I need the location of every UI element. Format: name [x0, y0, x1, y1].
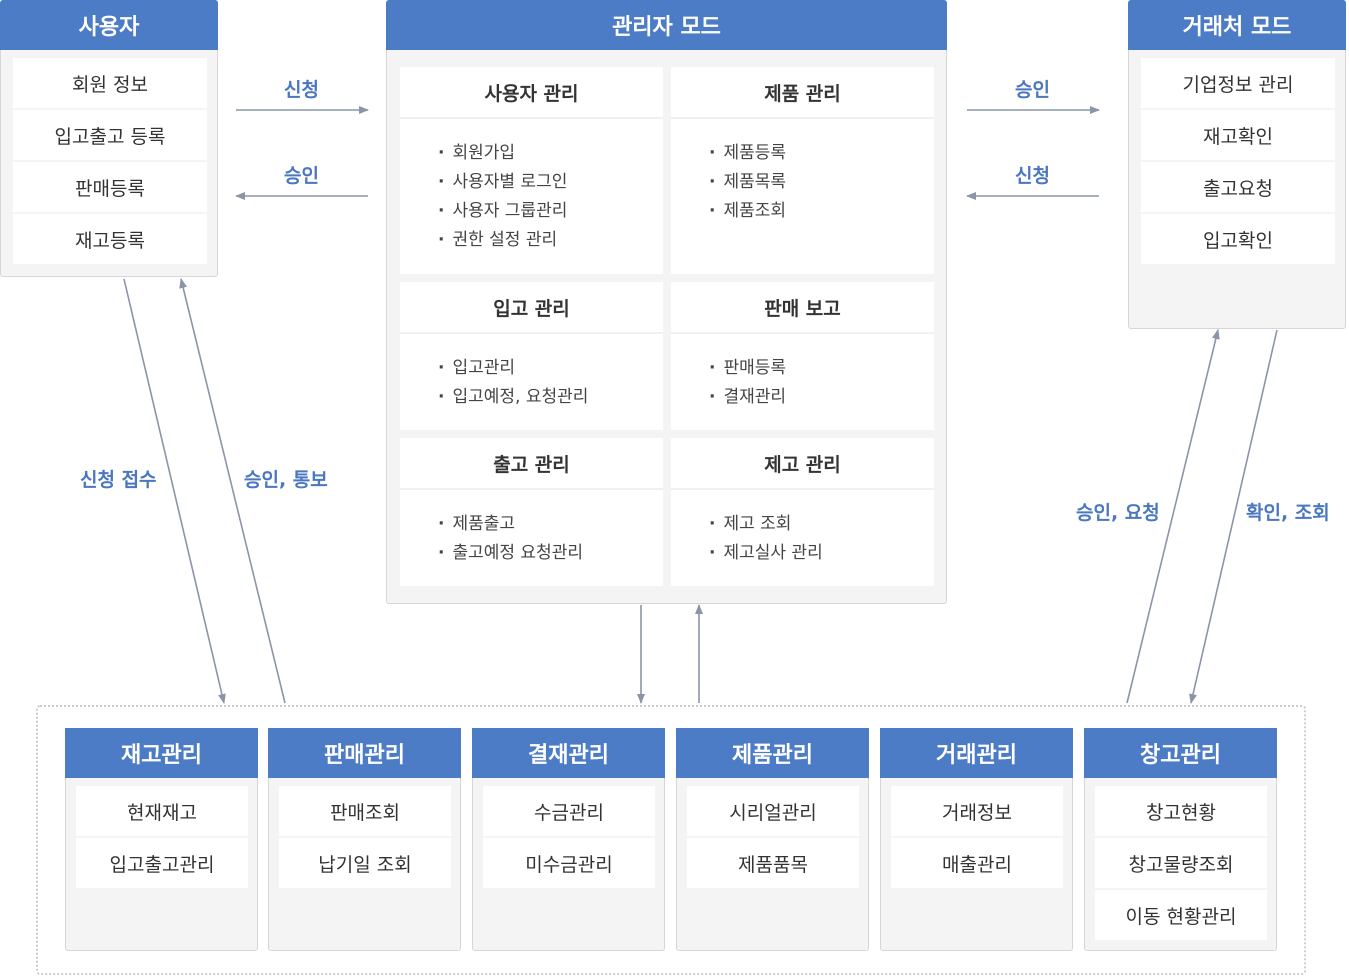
- label-admin-to-user: 승인: [284, 165, 319, 187]
- module-sales: 판매관리 판매조회 납기일 조회: [268, 728, 461, 951]
- module-item: 납기일 조회: [279, 838, 451, 888]
- arrow-partner-down: [1189, 329, 1278, 704]
- card-list-item: 제고 조회: [709, 510, 934, 539]
- arrow-user-down: [123, 278, 226, 704]
- module-title: 거래관리: [880, 728, 1073, 778]
- card-list-item: 권한 설정 관리: [438, 226, 663, 255]
- card-list: 제고 조회 제고실사 관리: [671, 490, 934, 568]
- card-list-item: 판매등록: [709, 354, 934, 383]
- partner-item: 출고요청: [1141, 162, 1335, 212]
- module-inventory: 재고관리 현재재고 입고출고관리: [65, 728, 258, 951]
- module-item: 현재재고: [76, 786, 248, 836]
- module-item: 창고물량조회: [1095, 838, 1267, 888]
- card-list: 제품등록 제품목록 제품조회: [671, 119, 934, 226]
- card-list-item: 회원가입: [438, 139, 663, 168]
- module-item: 창고현황: [1095, 786, 1267, 836]
- admin-panel-title: 관리자 모드: [386, 0, 947, 50]
- label-user-up: 승인, 통보: [244, 469, 328, 491]
- module-item: 제품품목: [687, 838, 859, 888]
- card-list: 제품출고 출고예정 요청관리: [400, 490, 663, 568]
- admin-card-sales-report: 판매 보고 판매등록 결재관리: [671, 282, 934, 430]
- admin-card-stock-management: 제고 관리 제고 조회 제고실사 관리: [671, 438, 934, 586]
- module-item: 판매조회: [279, 786, 451, 836]
- modules-container: [36, 705, 1306, 975]
- user-panel-title: 사용자: [0, 0, 218, 50]
- card-title: 판매 보고: [671, 282, 934, 334]
- label-partner-down: 확인, 조회: [1246, 502, 1330, 524]
- card-list-item: 제고실사 관리: [709, 539, 934, 568]
- module-trade: 거래관리 거래정보 매출관리: [880, 728, 1073, 951]
- label-user-down: 신청 접수: [80, 469, 157, 491]
- module-title: 창고관리: [1084, 728, 1277, 778]
- label-partner-up: 승인, 요청: [1076, 502, 1160, 524]
- module-title: 제품관리: [676, 728, 869, 778]
- card-list: 입고관리 입고예정, 요청관리: [400, 334, 663, 412]
- user-panel: 사용자 회원 정보 입고출고 등록 판매등록 재고등록: [0, 0, 218, 277]
- admin-card-outbound-management: 출고 관리 제품출고 출고예정 요청관리: [400, 438, 663, 586]
- card-list-item: 출고예정 요청관리: [438, 539, 663, 568]
- card-list-item: 제품조회: [709, 197, 934, 226]
- partner-panel: 거래처 모드 기업정보 관리 재고확인 출고요청 입고확인: [1128, 0, 1346, 329]
- card-list-item: 제품등록: [709, 139, 934, 168]
- module-title: 결재관리: [472, 728, 665, 778]
- user-item: 재고등록: [13, 214, 207, 264]
- module-title: 판매관리: [268, 728, 461, 778]
- card-title: 사용자 관리: [400, 67, 663, 119]
- partner-item: 기업정보 관리: [1141, 58, 1335, 108]
- card-list-item: 입고예정, 요청관리: [438, 383, 663, 412]
- admin-card-user-management: 사용자 관리 회원가입 사용자별 로그인 사용자 그룹관리 권한 설정 관리: [400, 67, 663, 274]
- module-payment: 결재관리 수금관리 미수금관리: [472, 728, 665, 951]
- module-item: 미수금관리: [483, 838, 655, 888]
- card-title: 제고 관리: [671, 438, 934, 490]
- admin-panel: 관리자 모드 사용자 관리 회원가입 사용자별 로그인 사용자 그룹관리 권한 …: [386, 0, 947, 604]
- admin-card-inbound-management: 입고 관리 입고관리 입고예정, 요청관리: [400, 282, 663, 430]
- label-user-to-admin: 신청: [284, 79, 319, 101]
- module-item: 이동 현황관리: [1095, 890, 1267, 940]
- user-item: 회원 정보: [13, 58, 207, 108]
- card-list-item: 결재관리: [709, 383, 934, 412]
- module-product: 제품관리 시리얼관리 제품품목: [676, 728, 869, 951]
- card-title: 출고 관리: [400, 438, 663, 490]
- partner-panel-title: 거래처 모드: [1128, 0, 1346, 50]
- label-admin-to-partner: 승인: [1015, 79, 1050, 101]
- arrow-partner-up: [1126, 329, 1220, 704]
- module-warehouse: 창고관리 창고현황 창고물량조회 이동 현황관리: [1084, 728, 1277, 951]
- module-item: 시리얼관리: [687, 786, 859, 836]
- partner-item: 입고확인: [1141, 214, 1335, 264]
- label-partner-to-admin: 신청: [1015, 165, 1050, 187]
- card-list-item: 사용자 그룹관리: [438, 197, 663, 226]
- card-list-item: 제품목록: [709, 168, 934, 197]
- card-title: 입고 관리: [400, 282, 663, 334]
- module-item: 매출관리: [891, 838, 1063, 888]
- module-item: 입고출고관리: [76, 838, 248, 888]
- card-title: 제품 관리: [671, 67, 934, 119]
- module-title: 재고관리: [65, 728, 258, 778]
- card-list-item: 입고관리: [438, 354, 663, 383]
- module-item: 수금관리: [483, 786, 655, 836]
- card-list: 판매등록 결재관리: [671, 334, 934, 412]
- partner-item: 재고확인: [1141, 110, 1335, 160]
- user-item: 판매등록: [13, 162, 207, 212]
- user-item: 입고출고 등록: [13, 110, 207, 160]
- admin-card-product-management: 제품 관리 제품등록 제품목록 제품조회: [671, 67, 934, 274]
- card-list: 회원가입 사용자별 로그인 사용자 그룹관리 권한 설정 관리: [400, 119, 663, 255]
- module-item: 거래정보: [891, 786, 1063, 836]
- arrow-user-up: [179, 278, 286, 704]
- card-list-item: 사용자별 로그인: [438, 168, 663, 197]
- card-list-item: 제품출고: [438, 510, 663, 539]
